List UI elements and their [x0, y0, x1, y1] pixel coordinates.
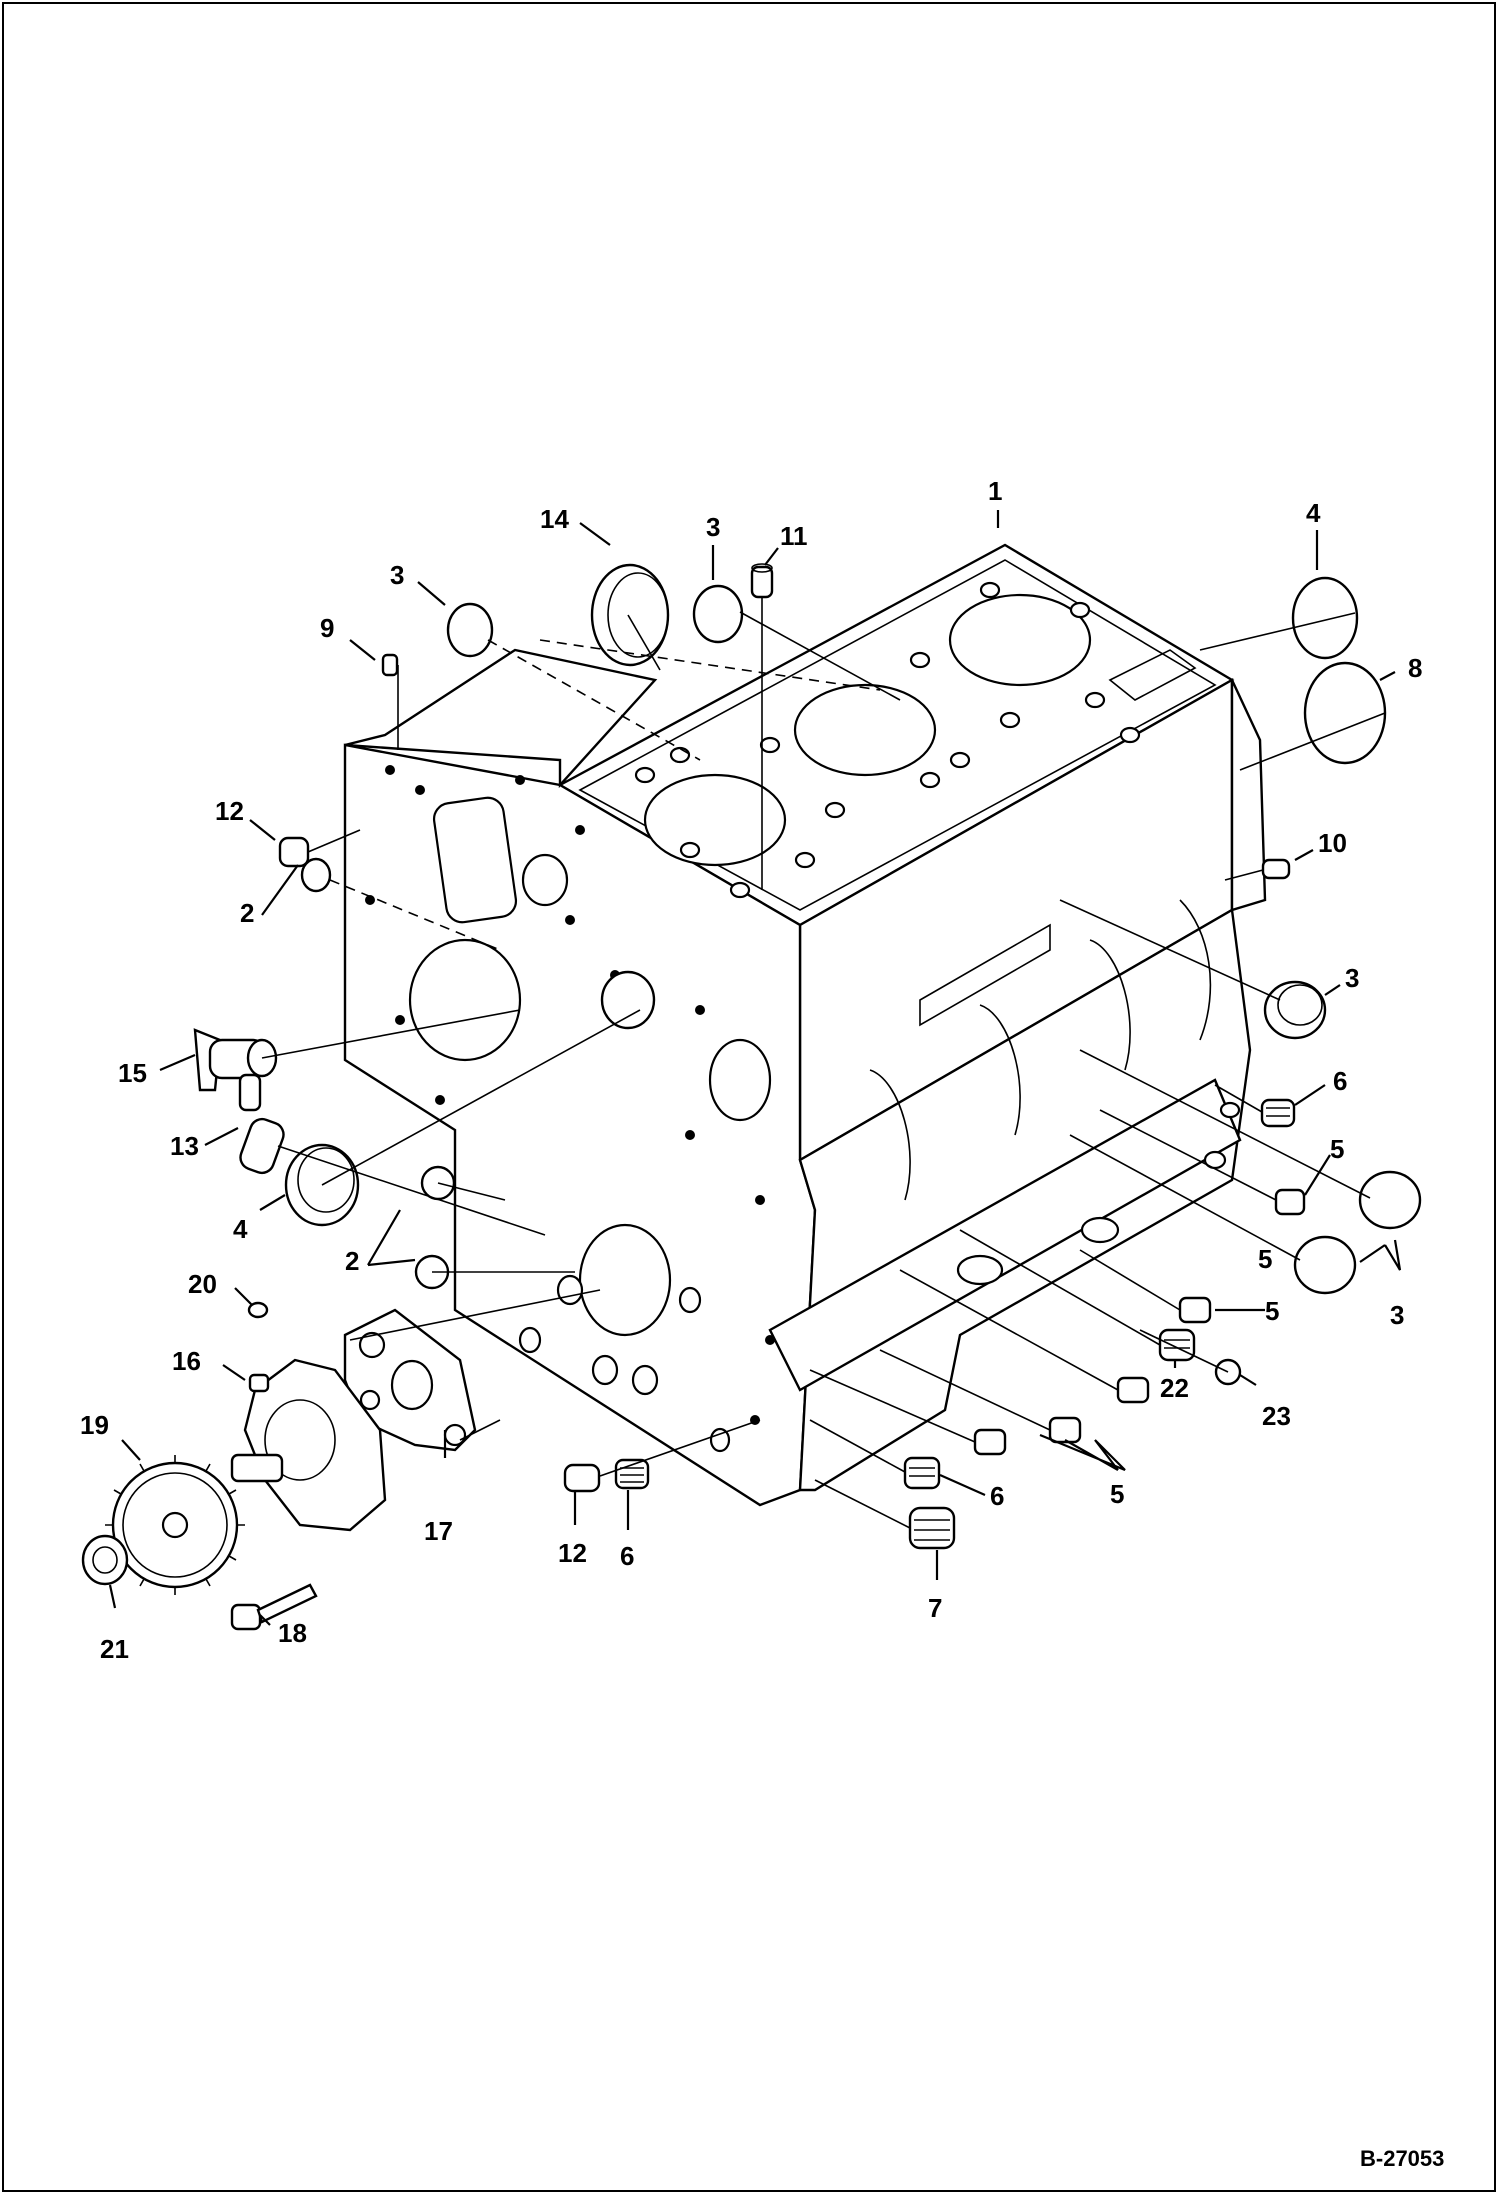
- plug-part-6-lower-right: [903, 1456, 941, 1490]
- callout-3-lower-right: 3: [1390, 1300, 1404, 1330]
- fitting-part-15: [193, 1028, 278, 1112]
- callout-3-top: 3: [706, 512, 720, 542]
- seal-on-front-face: [600, 970, 656, 1030]
- plug-part-5-center-3: [973, 1428, 1007, 1456]
- callout-13: 13: [170, 1131, 199, 1161]
- callout-15: 15: [118, 1058, 147, 1088]
- callout-19: 19: [80, 1410, 109, 1440]
- callout-14: 14: [540, 504, 569, 534]
- nut-part-21: [81, 1534, 129, 1586]
- plug-part-3-right: [1263, 980, 1327, 1040]
- callout-4-front: 4: [233, 1214, 248, 1244]
- callout-6-lower-left: 6: [620, 1541, 634, 1571]
- plug-part-3-lower-right: [1293, 1170, 1422, 1295]
- plug-part-7: [908, 1506, 956, 1550]
- plug-part-3-top: [692, 584, 744, 644]
- callout-3-right: 3: [1345, 963, 1359, 993]
- callout-1: 1: [988, 476, 1002, 506]
- pin-part-20: [247, 1301, 269, 1319]
- callout-22: 22: [1160, 1373, 1189, 1403]
- callout-5-right-mid: 5: [1265, 1296, 1279, 1326]
- plug-part-9: [381, 653, 399, 677]
- plate-part-8: [1303, 661, 1387, 765]
- callout-5-right-lower: 5: [1258, 1244, 1272, 1274]
- tube-part-13: [239, 1117, 285, 1175]
- callout-labels: 1 14 3 11 3 9 4 8 10 12 2 3 15 6 5 13 4 …: [80, 476, 1422, 1664]
- deck-holes: [634, 581, 1141, 899]
- assembly-lines: [261, 597, 1386, 1529]
- callout-16: 16: [172, 1346, 201, 1376]
- plug-part-5-center-2: [1048, 1416, 1082, 1444]
- callout-5-lower: 5: [1110, 1479, 1124, 1509]
- callout-10: 10: [1318, 828, 1347, 858]
- bolt-part-18: [230, 1583, 318, 1631]
- bushing-part-12-upper: [278, 836, 310, 868]
- front-face-bolt-holes: [365, 765, 775, 1425]
- callout-6-lower-right: 6: [990, 1481, 1004, 1511]
- plug-part-4-rear: [1291, 576, 1359, 660]
- cap-part-14: [590, 563, 670, 667]
- callout-8: 8: [1408, 653, 1422, 683]
- plug-part-6-right-upper: [1260, 1098, 1296, 1128]
- callout-11: 11: [780, 521, 808, 551]
- plug-part-5-right-1: [1274, 1188, 1306, 1216]
- callout-7: 7: [928, 1593, 942, 1623]
- plug-part-10: [1261, 858, 1291, 880]
- callout-12-lower: 12: [558, 1538, 587, 1568]
- leader-lines: [108, 510, 1402, 1626]
- drawing-code: B-27053: [1360, 2146, 1444, 2171]
- dowel-part-2-upper: [300, 857, 332, 893]
- callout-6-right: 6: [1333, 1066, 1347, 1096]
- callout-21: 21: [100, 1634, 129, 1664]
- gear-part-19: [105, 1455, 245, 1595]
- callout-2-upper: 2: [240, 898, 254, 928]
- plug-part-5-right-2: [1178, 1296, 1212, 1324]
- callout-18: 18: [278, 1618, 307, 1648]
- plug-part-5-center-1: [1116, 1376, 1150, 1404]
- callout-17: 17: [424, 1516, 453, 1546]
- bushing-part-12-lower: [563, 1463, 601, 1493]
- callout-3-left: 3: [390, 560, 404, 590]
- callout-4-rear: 4: [1306, 498, 1321, 528]
- plug-part-3-top-left: [446, 602, 494, 658]
- callout-2-lower: 2: [345, 1246, 359, 1276]
- callout-23: 23: [1262, 1401, 1291, 1431]
- callout-5-right-top: 5: [1330, 1134, 1344, 1164]
- cylinder-block: [343, 543, 1267, 1507]
- shaft-oil-pump: [230, 1453, 284, 1483]
- callout-12-upper: 12: [215, 796, 244, 826]
- plug-part-22: [1158, 1328, 1196, 1362]
- pin-part-11: [750, 563, 774, 599]
- callout-9: 9: [320, 613, 334, 643]
- callout-20: 20: [188, 1269, 217, 1299]
